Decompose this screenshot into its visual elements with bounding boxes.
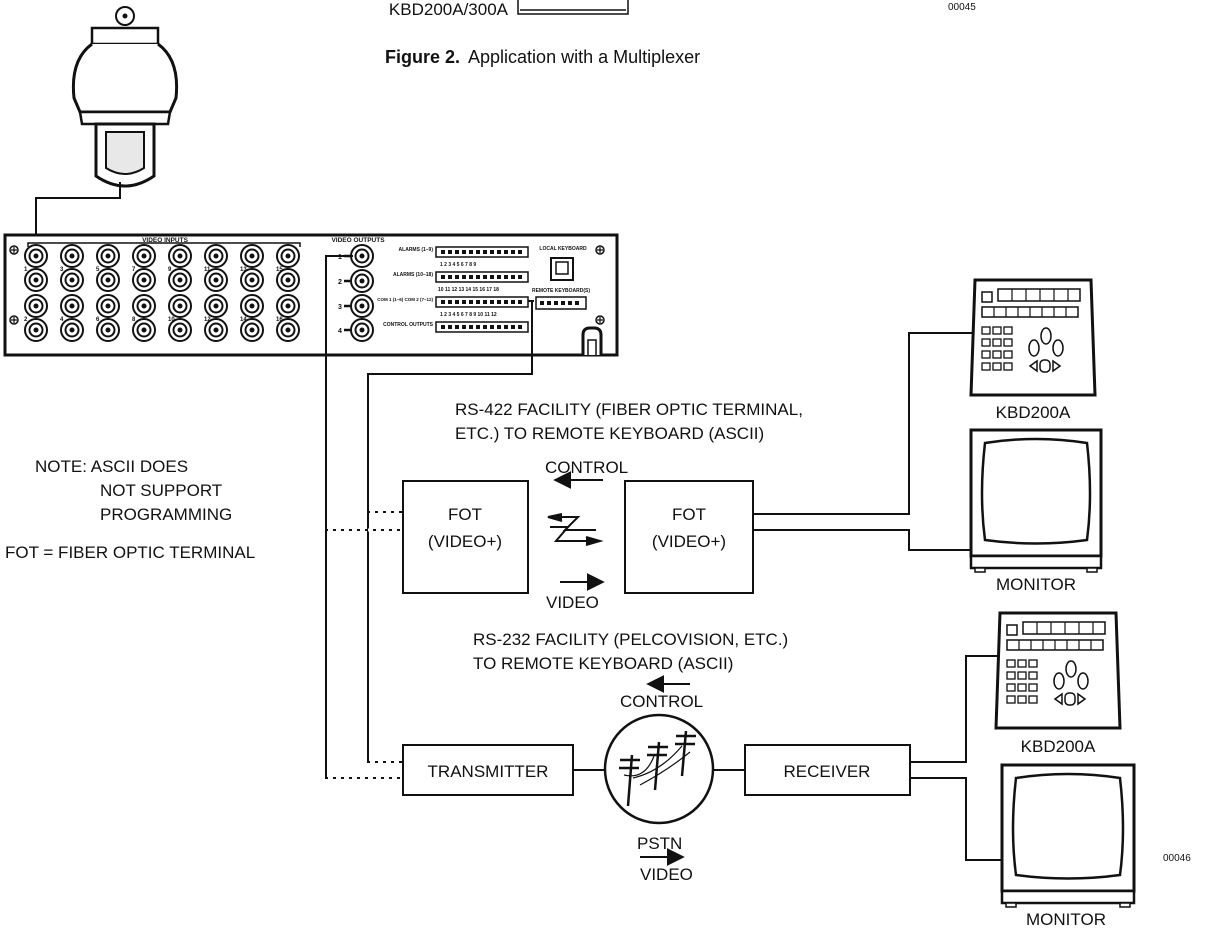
- fot-definition: FOT = FIBER OPTIC TERMINAL: [5, 543, 255, 562]
- pstn-telephone-pole-icon: [603, 713, 715, 825]
- svg-text:10 11 12 13 14 15 16 17 18: 10 11 12 13 14 15 16 17 18: [438, 287, 499, 293]
- dashed-gaps: [328, 510, 403, 780]
- camera-cable: [35, 182, 121, 252]
- svg-text:1 2 3 4 5 6 7 8 9 10: 1 2 3 4 5 6 7 8 9 10 11 12: [440, 312, 497, 318]
- receiver-label: RECEIVER: [784, 762, 871, 781]
- bottom-figure-code: 00046: [1163, 853, 1191, 864]
- rs232-control-label: CONTROL: [620, 692, 703, 711]
- svg-text:7: 7: [132, 267, 136, 273]
- kbd200a-keyboard-icon: [994, 611, 1122, 730]
- alarms-1-label: ALARMS (1–9): [399, 247, 434, 253]
- fot-left-label: FOT: [448, 505, 482, 524]
- figure-title: Figure 2. Application with a Multiplexer: [385, 47, 700, 67]
- figure-title-prefix: Figure 2.: [385, 47, 460, 67]
- monitor-icon: [969, 428, 1103, 573]
- svg-text:4: 4: [338, 328, 342, 335]
- note-line3: PROGRAMMING: [100, 505, 232, 524]
- svg-text:15: 15: [276, 267, 283, 273]
- rs232-label-line2: TO REMOTE KEYBOARD (ASCII): [473, 654, 733, 673]
- rs422-label-line1: RS-422 FACILITY (FIBER OPTIC TERMINAL,: [455, 400, 803, 419]
- svg-text:13: 13: [240, 267, 247, 273]
- power-cord: [581, 326, 603, 355]
- svg-text:1 2 3 4 5 6 7 8 9: 1 2 3 4 5 6 7 8 9: [440, 262, 476, 268]
- svg-text:6: 6: [96, 317, 100, 323]
- fot-left-box: [402, 480, 529, 594]
- svg-text:2: 2: [338, 279, 342, 286]
- remote-keyboard-label: REMOTE KEYBOARD(S): [532, 288, 590, 294]
- note-line1: NOTE: ASCII DOES: [35, 457, 188, 476]
- mounting-screw-icon: [9, 245, 605, 325]
- note-line2: NOT SUPPORT: [100, 481, 222, 500]
- rs232-video-label: VIDEO: [640, 865, 693, 884]
- video-outputs-label: VIDEO OUTPUTS: [331, 237, 385, 244]
- receiver-box: [744, 744, 911, 796]
- control-outputs-label: CONTROL OUTPUTS: [383, 322, 434, 328]
- svg-text:16: 16: [276, 317, 283, 323]
- kbd200a-keyboard-icon: [969, 278, 1097, 397]
- pstn-label: PSTN: [637, 834, 682, 853]
- svg-text:11: 11: [204, 267, 211, 273]
- monitor-1-label: MONITOR: [996, 575, 1076, 594]
- top-caption-partial: KBD200A/300A: [389, 0, 509, 19]
- fot-left-sublabel: (VIDEO+): [428, 532, 502, 551]
- rs422-video-label: VIDEO: [546, 593, 599, 612]
- transmitter-box: [402, 744, 574, 796]
- video-inputs-label: VIDEO INPUTS: [142, 237, 189, 244]
- rs422-label-line2: ETC.) TO REMOTE KEYBOARD (ASCII): [455, 424, 764, 443]
- dome-camera: [71, 6, 179, 188]
- svg-text:5: 5: [96, 267, 100, 273]
- keyboard-2-label: KBD200A: [1021, 737, 1096, 756]
- svg-text:3: 3: [60, 267, 64, 273]
- figure-title-text: Application with a Multiplexer: [468, 47, 700, 67]
- lightning-link-icon: [547, 513, 604, 546]
- svg-text:1: 1: [24, 267, 28, 273]
- svg-text:10: 10: [168, 317, 175, 323]
- monitor-2-label: MONITOR: [1026, 910, 1106, 929]
- svg-text:2: 2: [24, 317, 28, 323]
- svg-text:8: 8: [132, 317, 136, 323]
- fot-right-sublabel: (VIDEO+): [652, 532, 726, 551]
- monitor-icon: [1000, 763, 1136, 908]
- svg-text:3: 3: [338, 304, 342, 311]
- svg-text:9: 9: [168, 267, 172, 273]
- svg-text:1: 1: [338, 254, 342, 261]
- svg-text:4: 4: [60, 317, 64, 323]
- top-figure-code: 00045: [948, 2, 976, 13]
- transmitter-label: TRANSMITTER: [428, 762, 549, 781]
- fot-right-label: FOT: [672, 505, 706, 524]
- com-label: COM 1 (1–6) COM 2 (7–12): [377, 297, 433, 302]
- top-device-edge: [517, 0, 629, 15]
- rs232-label-line1: RS-232 FACILITY (PELCOVISION, ETC.): [473, 630, 788, 649]
- keyboard-1-label: KBD200A: [996, 403, 1071, 422]
- alarms-2-label: ALARMS (10–18): [393, 272, 433, 278]
- fot-right-box: [624, 480, 754, 594]
- svg-text:14: 14: [240, 317, 247, 323]
- rs422-control-label: CONTROL: [545, 458, 628, 477]
- svg-text:12: 12: [204, 317, 211, 323]
- local-keyboard-label: LOCAL KEYBOARD: [539, 246, 587, 252]
